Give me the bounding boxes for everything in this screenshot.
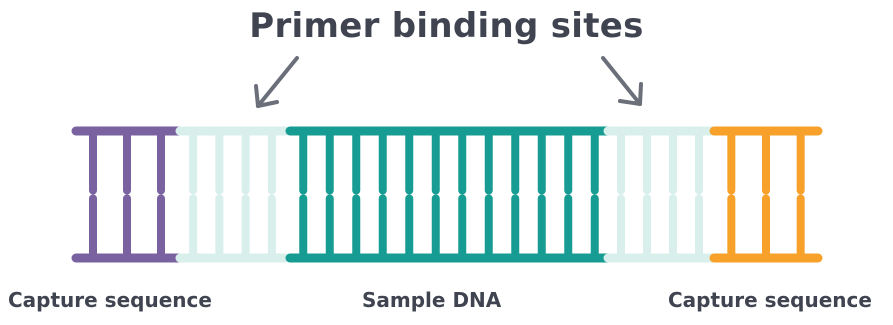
segment-capture-left xyxy=(71,126,183,263)
dna-ladder xyxy=(71,126,823,263)
capture-sequence-label-right: Capture sequence xyxy=(668,288,872,312)
capture-sequence-label-left: Capture sequence xyxy=(8,288,212,312)
segment-capture-right xyxy=(709,126,823,263)
sample-dna-label: Sample DNA xyxy=(362,288,502,312)
arrow-left-icon xyxy=(254,56,299,108)
segment-sample xyxy=(285,126,613,263)
segment-primer-right xyxy=(603,126,717,263)
diagram-title: Primer binding sites xyxy=(249,6,644,46)
segment-primer-left xyxy=(175,126,290,263)
arrow-right-icon xyxy=(601,56,643,106)
